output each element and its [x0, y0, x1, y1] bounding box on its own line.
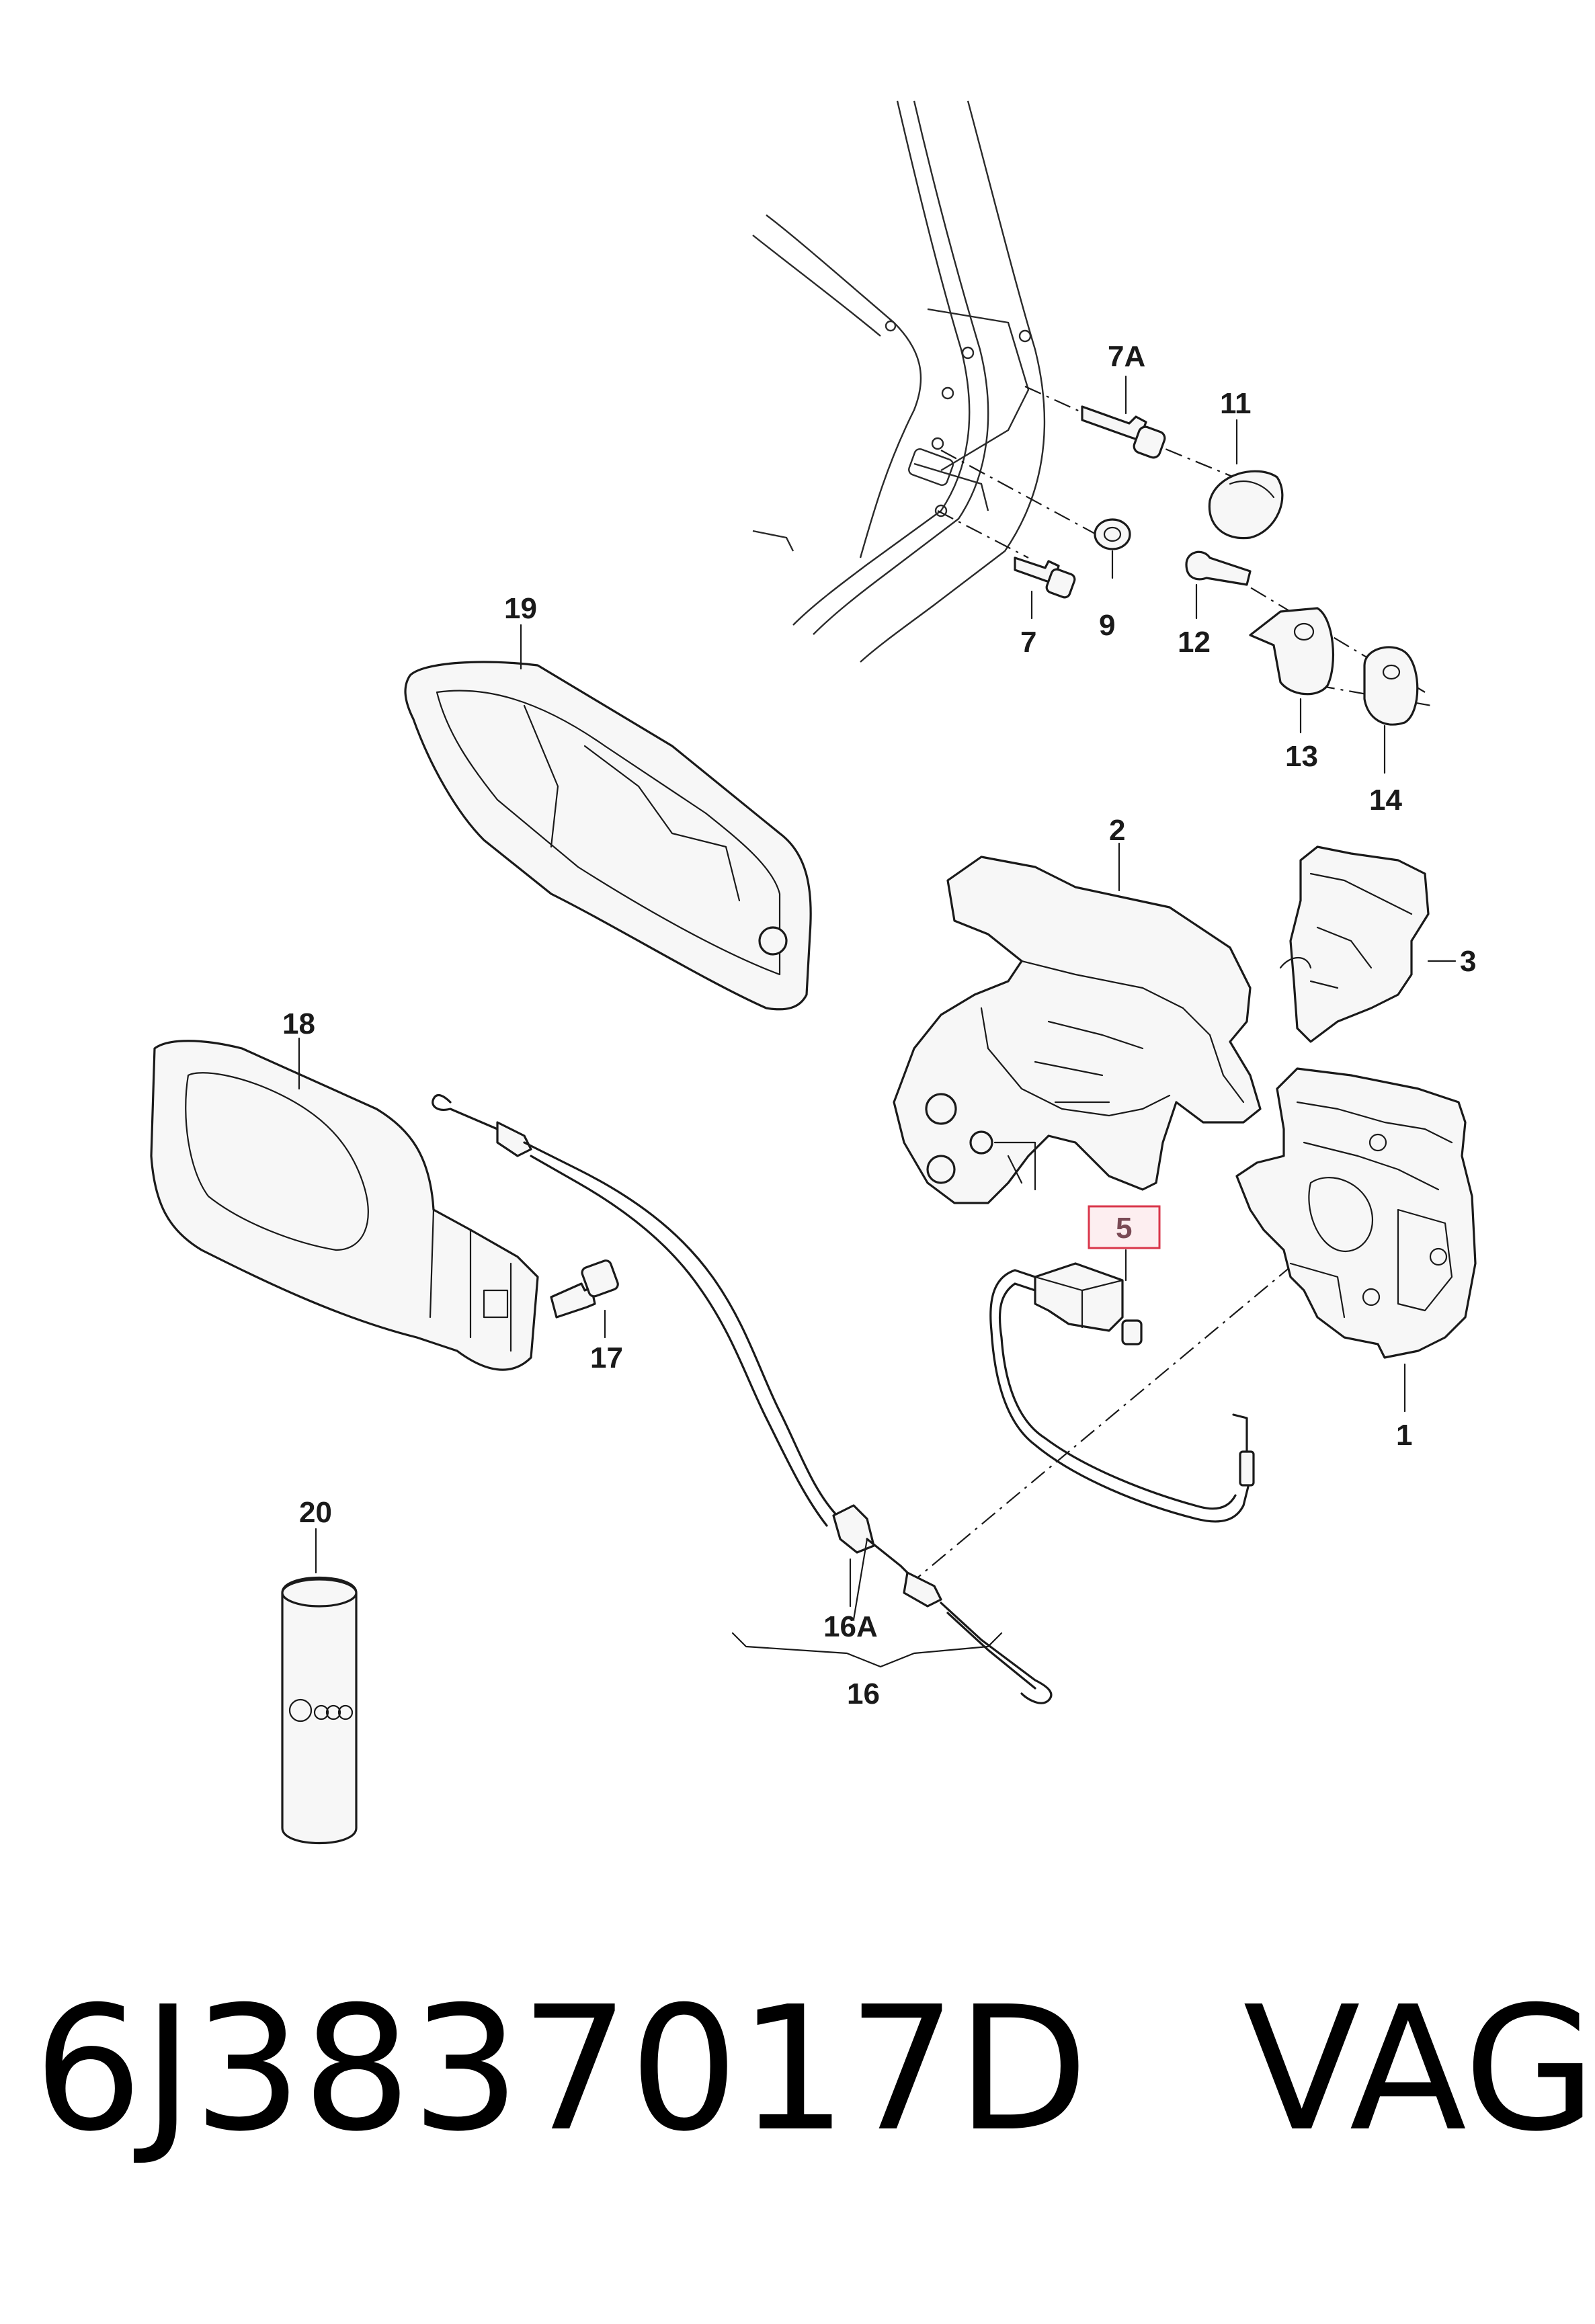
lock-1: [1235, 1067, 1477, 1359]
footer-caption: 6J3837017D VAG: [34, 1969, 1595, 2171]
cap-11: [1208, 470, 1284, 540]
actuator-5: [989, 1262, 1255, 1523]
cover-3: [1279, 845, 1430, 1043]
callout-leaders: [298, 375, 1457, 1608]
striker-13: [1249, 607, 1334, 696]
callout-11: 11: [1220, 387, 1252, 420]
brand-name: VAG: [1243, 1970, 1595, 2169]
callout-1: 1: [1396, 1419, 1412, 1452]
bolt-7a: [1081, 405, 1166, 459]
cable-16: [432, 1093, 1053, 1704]
callout-18: 18: [282, 1007, 315, 1040]
screw-17: [550, 1259, 619, 1319]
callout-labels: 7A 11 9 7 12 13 14 19 2 3 18 5 1 17 20 1…: [282, 340, 1476, 1710]
pin-12: [1185, 550, 1252, 586]
grommet-9: [1094, 518, 1131, 550]
callout-19: 19: [504, 592, 537, 625]
callout-16a: 16A: [823, 1610, 878, 1643]
callout-20: 20: [299, 1496, 332, 1529]
callout-16: 16: [847, 1677, 880, 1710]
callout-7: 7: [1020, 626, 1036, 659]
spray-can-20: [281, 1576, 358, 1845]
callout-3: 3: [1460, 945, 1476, 978]
door-frame: [752, 100, 1046, 663]
parts-diagram: 7A 11 9 7 12 13 14 19 2 3 18 5 1 17 20 1…: [150, 100, 1477, 1845]
callout-13: 13: [1285, 740, 1318, 773]
bracket-2: [893, 856, 1262, 1204]
callout-12: 12: [1178, 626, 1211, 659]
part-number: 6J3837017D: [34, 1970, 1089, 2169]
seal-panel-19: [404, 661, 812, 1011]
callout-9: 9: [1099, 609, 1115, 642]
callout-5-highlight: [1088, 1205, 1161, 1249]
callout-5: 5: [1116, 1212, 1132, 1245]
callout-17: 17: [590, 1341, 623, 1374]
bolt-7: [1014, 556, 1076, 599]
callout-2: 2: [1109, 814, 1125, 847]
callout-14: 14: [1369, 784, 1402, 817]
plate-14: [1363, 646, 1419, 726]
door-handle-18: [150, 1040, 539, 1371]
callout-7a: 7A: [1108, 340, 1145, 373]
